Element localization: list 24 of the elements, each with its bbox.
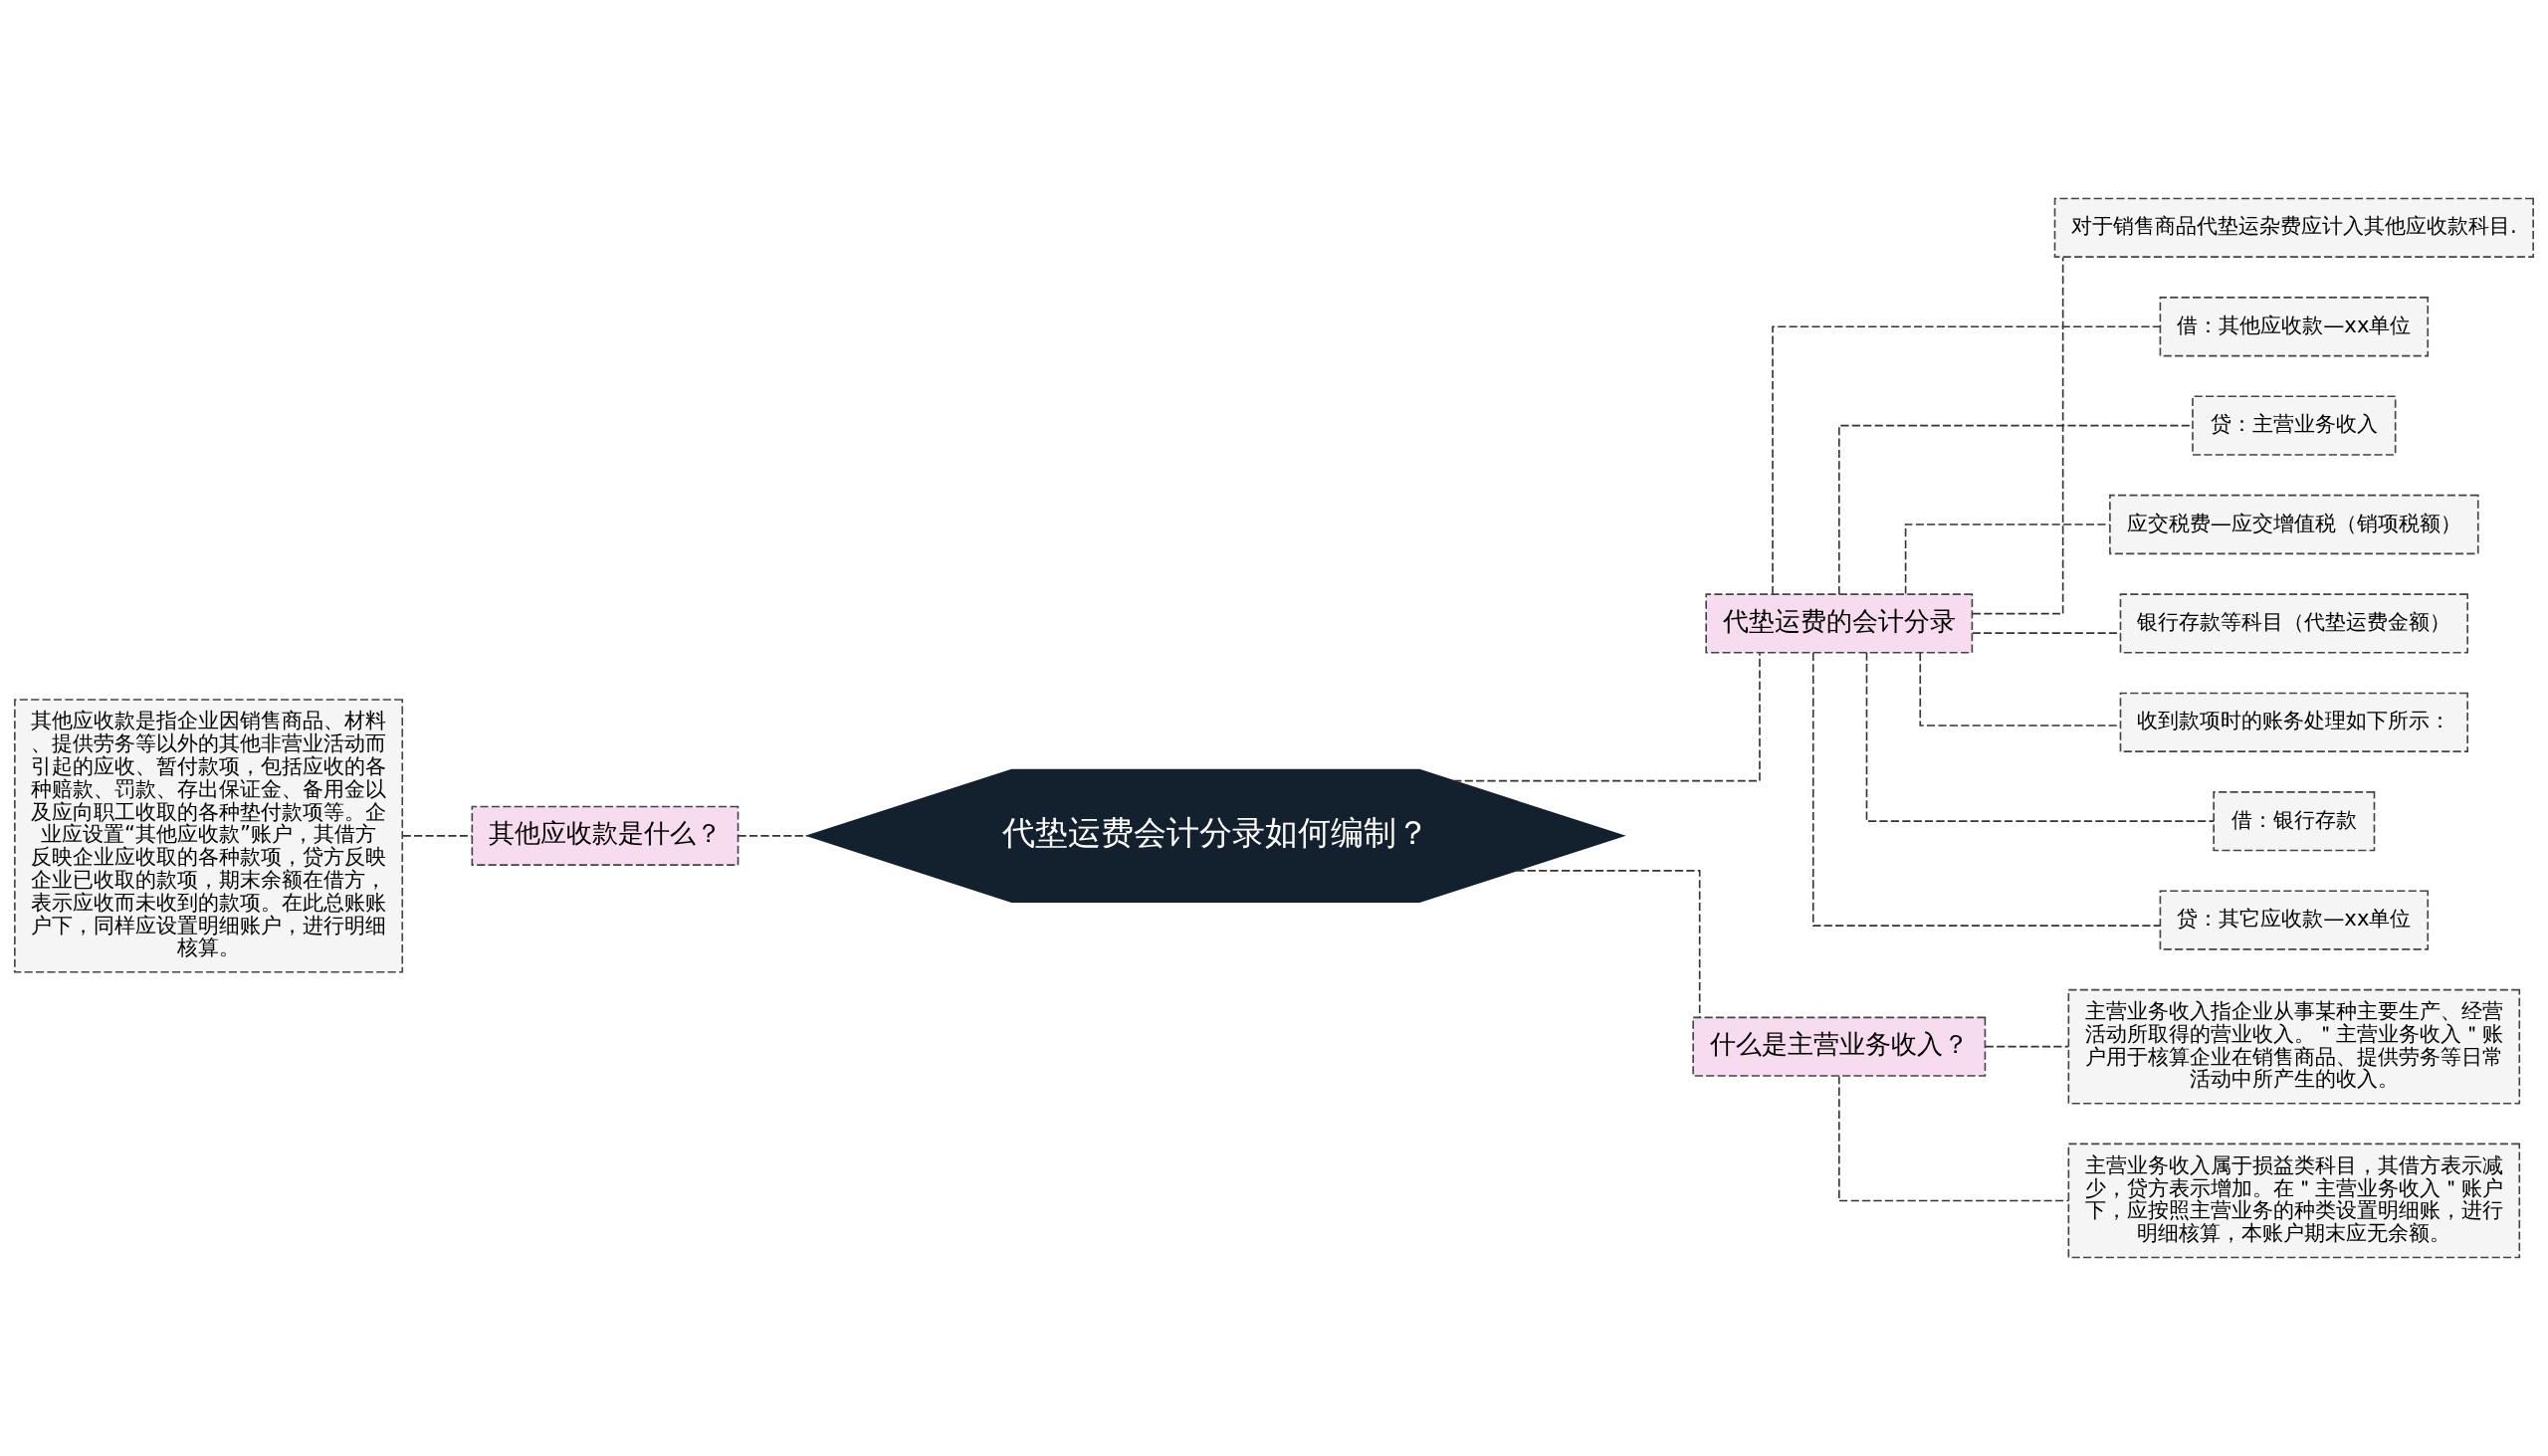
connector (401, 835, 473, 837)
connector (1515, 870, 1701, 1018)
node-box: 银行存款等科目（代垫运费金额） (2119, 593, 2468, 654)
connector (1811, 652, 2162, 927)
connector (1865, 651, 2215, 822)
connector (1838, 1075, 2070, 1202)
node-box: 代垫运费的会计分录 (1705, 593, 1974, 654)
connector (737, 835, 809, 837)
connector (1972, 256, 2064, 615)
node-box: 应交税费—应交增值税（销项税额） (2109, 494, 2479, 555)
connector (1985, 1045, 2069, 1048)
node-box: 其他应收款是什么？ (471, 805, 740, 866)
node-box: 什么是主营业务收入？ (1692, 1016, 1987, 1077)
node-box: 主营业务收入属于损益类科目，其借方表示减少，贷方表示增加。在＂主营业务收入＂账户下，应按照主营业务的种类设置明细账，进行明细核算，本账户期末应无余额。 (2067, 1143, 2521, 1259)
node-box: 借：银行存款 (2213, 791, 2376, 852)
node-box: 其他应收款是指企业因销售商品、材料、提供劳务等以外的其他非营业活动而引起的应收、暂付款项，包括应收的各种赔款、罚款、存出保证金、备用金以及应向职工收取的各种垫付款项等。企业应设置“其他应收款”账户，其借方反映企业应收取的各种款项，贷方反映企业已收取的款项，期末余额在借方，表示应收而未收到的款项。在此总账账户下，同样应设置明细账户，进行明细核算。 (14, 699, 404, 973)
node-box: 贷：其它应收款—xx单位 (2159, 890, 2430, 950)
node-box: 对于销售商品代垫运杂费应计入其他应收款科目. (2053, 197, 2534, 258)
node-box: 收到款项时的账务处理如下所示： (2119, 692, 2468, 752)
connector (1772, 325, 2161, 595)
node-box: 借：其他应收款—xx单位 (2159, 297, 2430, 357)
node-box: 主营业务收入指企业从事某种主要生产、经营活动所取得的营业收入。＂主营业务收入＂账户用于核算企业在销售商品、提供劳务等日常活动中所产生的收入。 (2067, 988, 2521, 1105)
node-box: 贷：主营业务收入 (2192, 395, 2397, 456)
connector (1452, 652, 1761, 782)
